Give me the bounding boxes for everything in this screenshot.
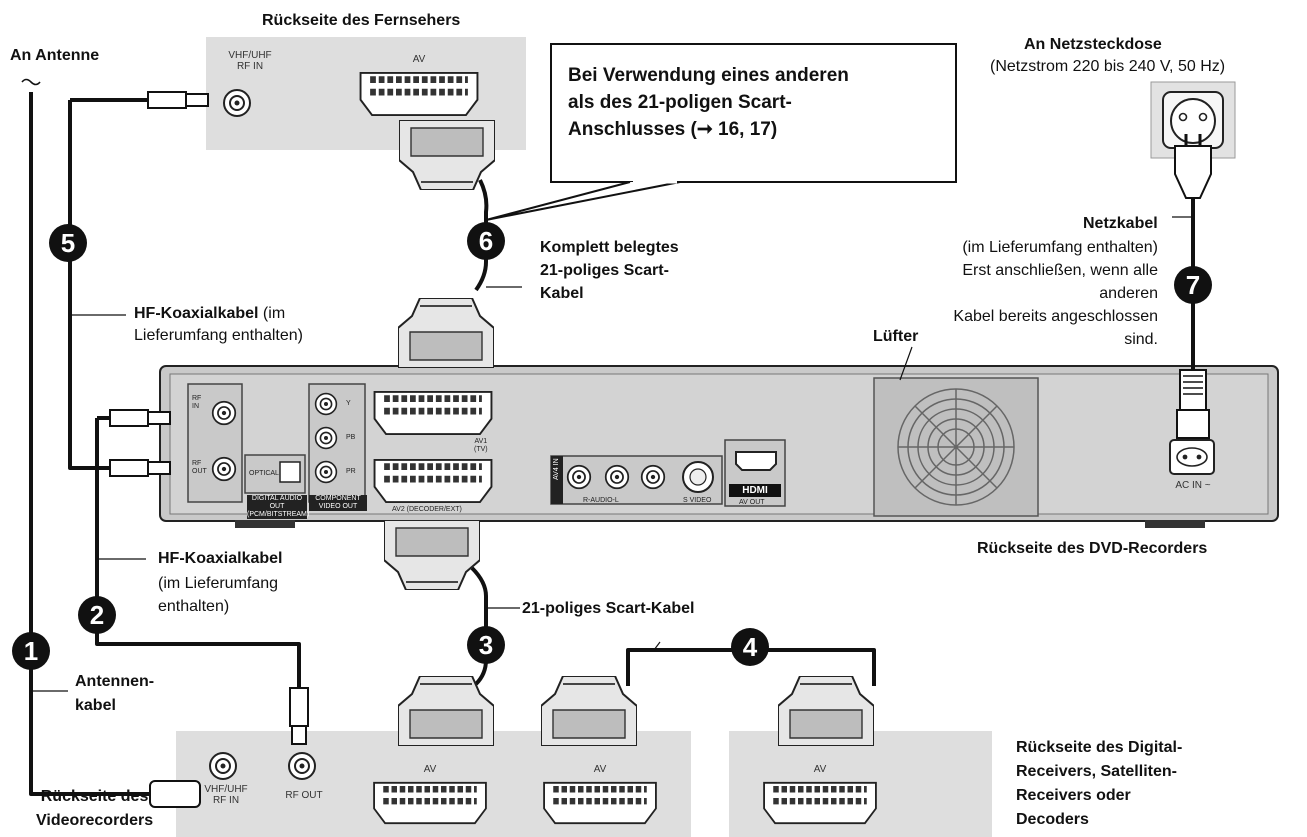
digital-audio-out-label: DIGITAL AUDIO OUT (PCM/BITSTREAM) <box>247 495 310 519</box>
coax-plug-recorder-rf-in <box>109 409 171 427</box>
recorder-title: Rückseite des DVD-Recorders <box>977 540 1208 557</box>
coax-plug-tv-rf <box>147 91 209 109</box>
receiver-title: Rückseite des Digital- Receivers, Satell… <box>1016 739 1183 828</box>
scart-full-label: Komplett belegtes 21-poliges Scart- Kabe… <box>540 239 679 302</box>
callout-text: Bei Verwendung eines anderen als des 21-… <box>568 65 849 140</box>
av1-scart-socket[interactable] <box>375 392 492 434</box>
scart-plug-recorder-av2 <box>384 520 480 590</box>
av2-label: AV2 (DECODER/EXT) <box>392 506 462 513</box>
power-plug-recorder <box>1176 369 1210 439</box>
leader-lines <box>31 216 1193 692</box>
component-y-jack[interactable] <box>314 392 338 416</box>
step-marker-4: 4 <box>731 628 769 666</box>
power-outlet-title: An Netzsteckdose <box>1024 36 1162 53</box>
receiver-av-label: AV <box>813 764 827 775</box>
tv-rf-in-label: VHF/UHF RF IN <box>228 50 272 72</box>
av4-video-jack[interactable] <box>566 464 592 490</box>
coax-plug-recorder-rf-out <box>109 459 171 477</box>
receiver-back-panel <box>729 731 992 837</box>
scart-plug-vcr-av-1 <box>398 676 494 746</box>
vcr-av-scart-socket-2[interactable] <box>544 783 656 823</box>
component-pb-jack[interactable] <box>314 426 338 450</box>
cable-1-antenna <box>29 92 150 796</box>
power-outlet <box>1150 81 1236 159</box>
vcr-av-label-1: AV <box>423 764 437 775</box>
component-pr-label: PR <box>346 468 356 475</box>
vcr-av-label-2: AV <box>593 764 607 775</box>
power-outlet-subtitle: (Netzstrom 220 bis 240 V, 50 Hz) <box>990 58 1226 75</box>
step-marker-1: 1 <box>12 632 50 670</box>
av1-label: AV1 (TV) <box>474 438 488 453</box>
av4-audio-label: R-AUDIO-L <box>583 497 619 504</box>
component-y-label: Y <box>346 400 351 407</box>
fan-label: Lüfter <box>873 328 919 345</box>
recorder-rf-out-jack[interactable] <box>211 456 237 482</box>
recorder-rf-out-label: RF OUT <box>192 460 207 475</box>
hf-top-label: HF-Koaxialkabel (im Lieferumfang enthalt… <box>134 303 303 347</box>
power-plug-outlet <box>1174 134 1212 199</box>
hdmi-av-out-label: AV OUT <box>739 499 765 506</box>
hdmi-logo: HDMI <box>729 484 781 497</box>
component-pb-label: PB <box>346 434 356 441</box>
vcr-av-scart-socket-1[interactable] <box>374 783 486 823</box>
tv-rf-in-jack[interactable] <box>223 89 251 117</box>
tv-back-title: Rückseite des Fernsehers <box>262 12 461 29</box>
hdmi-port[interactable] <box>735 451 777 471</box>
optical-label: OPTICAL <box>249 470 279 477</box>
vcr-back-panel <box>176 731 691 837</box>
vcr-rf-out-jack[interactable] <box>288 752 316 780</box>
tv-av-label: AV <box>412 54 426 65</box>
dvd-recorder-back <box>159 365 1279 528</box>
hf-bottom-title: HF-Koaxialkabel <box>158 550 283 567</box>
ac-in-label: AC IN ~ <box>1175 480 1211 491</box>
step-marker-7: 7 <box>1174 266 1212 304</box>
vcr-rf-in-label: VHF/UHF RF IN <box>204 784 248 806</box>
antenna-cable-label: Antennen- kabel <box>75 673 155 714</box>
step-marker-2: 2 <box>78 596 116 634</box>
vcr-rf-out-label: RF OUT <box>285 790 323 801</box>
hf-top-title: HF-Koaxialkabel <box>134 305 259 322</box>
step-marker-3: 3 <box>467 626 505 664</box>
vcr-title: Rückseite des Videorecorders <box>36 788 154 829</box>
optical-port[interactable] <box>279 461 301 483</box>
callout-box <box>485 43 957 221</box>
s-video-label: S VIDEO <box>683 497 712 504</box>
antenna-label: An Antenne <box>10 47 100 64</box>
vcr-rf-in-jack[interactable] <box>209 752 237 780</box>
hf-top-line2: Lieferumfang enthalten) <box>134 327 303 344</box>
power-cable-note: (im Lieferumfang enthalten) Erst anschli… <box>953 239 1158 348</box>
hf-bottom-rest: (im Lieferumfang enthalten) <box>158 575 279 615</box>
scart-plug-tv <box>399 120 495 190</box>
recorder-rf-in-jack[interactable] <box>211 400 237 426</box>
scart-label: 21-poliges Scart-Kabel <box>522 600 695 617</box>
scart-plug-recorder-av1 <box>398 298 494 368</box>
tv-av-scart-socket[interactable] <box>361 73 478 115</box>
antenna-icon <box>21 78 41 86</box>
av4-audio-l-jack[interactable] <box>604 464 630 490</box>
antenna-plug-vcr-rf-in <box>149 780 201 808</box>
hf-top-rest: (im <box>258 305 286 322</box>
step-marker-5: 5 <box>49 224 87 262</box>
scart-plug-vcr-av-2 <box>541 676 637 746</box>
receiver-av-scart-socket[interactable] <box>764 783 876 823</box>
coax-plugs <box>109 91 309 808</box>
av4-audio-r-jack[interactable] <box>640 464 666 490</box>
av4-in-label: AV4 IN <box>553 458 560 480</box>
recorder-rf-in-label: RF IN <box>192 395 202 410</box>
coax-plug-vcr-rf-out <box>289 687 309 745</box>
cable-2-hf <box>95 416 301 688</box>
power-cable-title: Netzkabel <box>1083 215 1158 232</box>
component-out-label: COMPONENT VIDEO OUT <box>309 495 367 511</box>
av2-scart-socket[interactable] <box>375 460 492 502</box>
component-pr-jack[interactable] <box>314 460 338 484</box>
step-marker-6: 6 <box>467 222 505 260</box>
scart-plug-receiver-av <box>778 676 874 746</box>
